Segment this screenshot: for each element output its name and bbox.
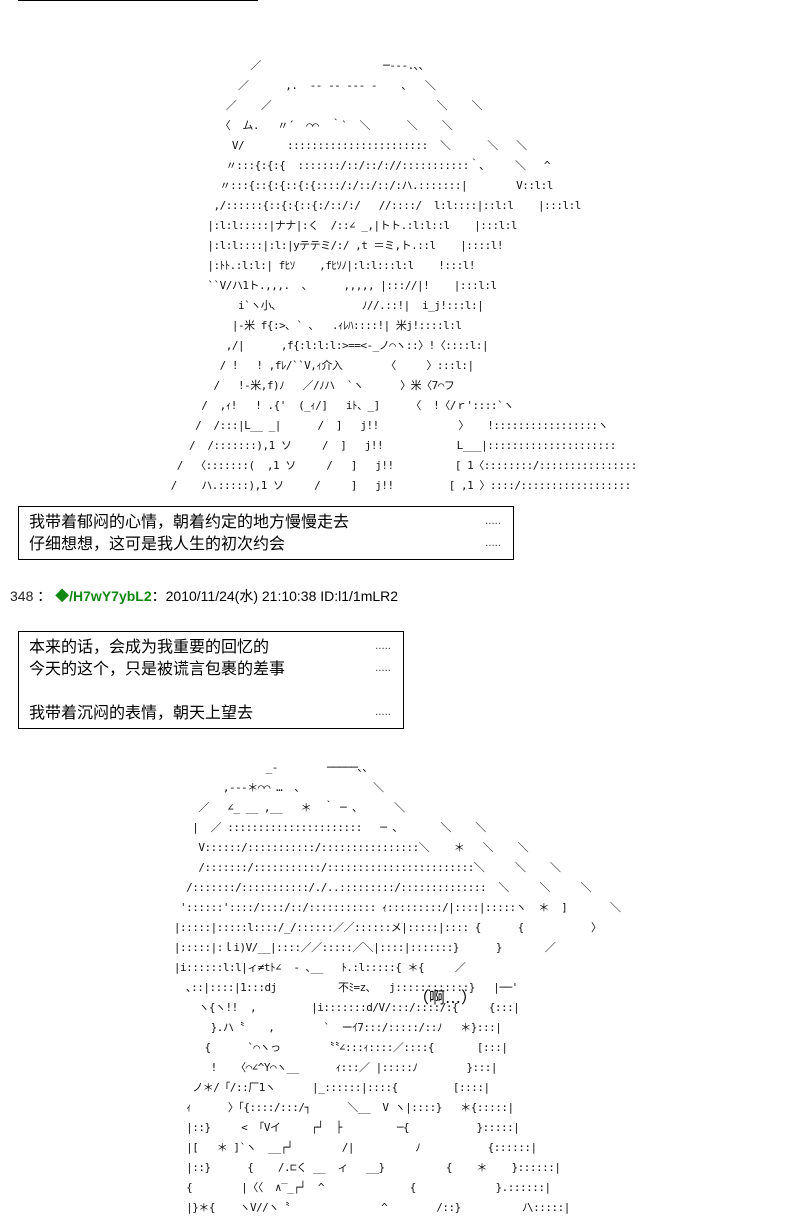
narration-line: 我带着沉闷的表情，朝天上望去 .....: [19, 702, 403, 724]
narration-line-blank: [19, 680, 403, 702]
narration-box-1: 我带着郁闷的心情，朝着约定的地方慢慢走去 ..... 仔细想想，这可是我人生的初…: [18, 506, 514, 560]
poster-trip[interactable]: /H7wY7ybL2: [69, 588, 152, 604]
top-divider: [18, 0, 258, 1]
post-number: 348: [10, 588, 34, 604]
narration-line: 我带着郁闷的心情，朝着约定的地方慢慢走去 .....: [19, 511, 513, 533]
narration-line: 本来的话，会成为我重要的回忆的 .....: [19, 636, 403, 658]
speech-text: （啊…）: [413, 988, 478, 1007]
dots-ornament: .....: [375, 641, 391, 652]
post-date-id: ：2010/11/24(水) 21:10:38 ID:l1/1mLR2: [151, 588, 399, 604]
dots-ornament: .....: [485, 538, 501, 549]
dots-ornament: .....: [375, 663, 391, 674]
narration-box-2: 本来的话，会成为我重要的回忆的 ..... 今天的这个，只是被谎言包裹的差事 .…: [18, 631, 404, 729]
ascii-art-girl-walking: ／ ─‐‐-.､､ ／ ,. ‐‐ ‐‐ ‐‐‐ - ､ ＼ ／ ／ ＼ ＼ 〈…: [170, 59, 638, 492]
narration-line: 仔细想想，这可是我人生的初次约会 .....: [19, 533, 513, 555]
narration-line: 今天的这个，只是被谎言包裹的差事 .....: [19, 658, 403, 680]
narration-text: 我带着郁闷的心情，朝着约定的地方慢慢走去: [29, 512, 350, 531]
trip-diamond-icon: ◆: [55, 588, 70, 604]
narration-text: 今天的这个，只是被谎言包裹的差事: [29, 659, 286, 678]
post-separator: ：: [37, 588, 52, 604]
narration-text: 本来的话，会成为我重要的回忆的: [29, 637, 270, 656]
post-header: 348 ： ◆/H7wY7ybL2：2010/11/24(水) 21:10:38…: [10, 586, 398, 606]
narration-text: 仔细想想，这可是我人生的初次约会: [29, 534, 286, 553]
dots-ornament: .....: [485, 516, 501, 527]
dots-ornament: .....: [375, 707, 391, 718]
ascii-art-girl-looking-up: _‐ ─────､､ ,‐‐‐＊⌒⌒ … ､ ＼ ／ ∠_ __ ,__ ＊ ｀…: [173, 761, 621, 1214]
narration-text: 我带着沉闷的表情，朝天上望去: [29, 703, 254, 722]
